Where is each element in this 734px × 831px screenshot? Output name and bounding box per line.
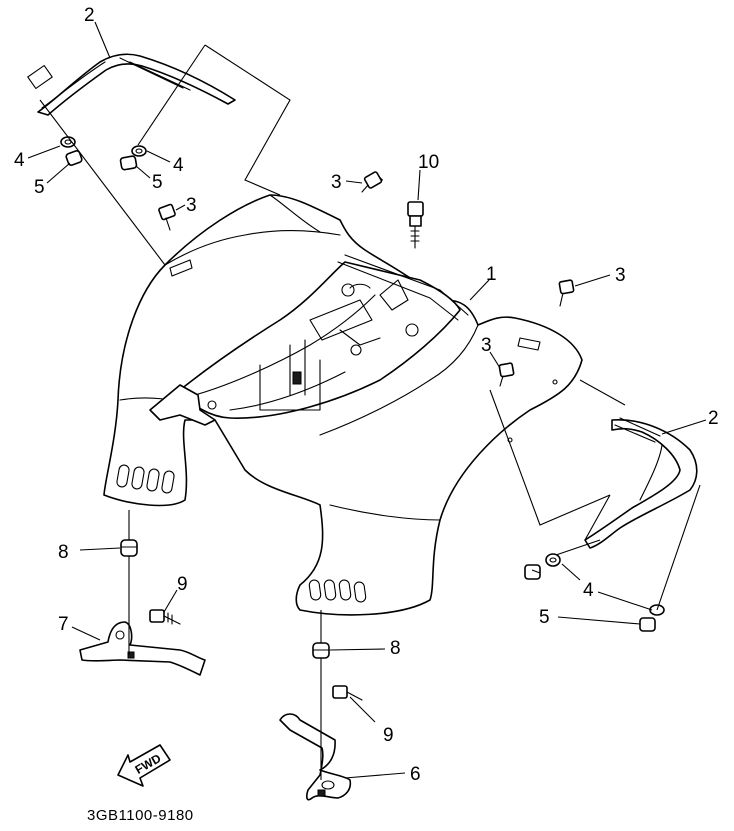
callout-4-right: 4 <box>583 580 594 601</box>
screw-3-right <box>558 279 575 307</box>
bracket-7 <box>79 621 206 676</box>
callout-9-left: 9 <box>177 574 188 595</box>
bolt-10 <box>407 201 424 249</box>
bracket-6 <box>279 713 352 801</box>
callout-2-top: 2 <box>84 5 95 26</box>
rear-fender <box>103 194 583 616</box>
part-code-label: 3GB1100-9180 <box>87 807 194 824</box>
nut-5-far-right <box>639 617 656 632</box>
callout-3-top-center: 3 <box>331 172 342 193</box>
washer-4-left <box>60 136 76 148</box>
lower-footrest-pad <box>308 579 367 603</box>
callout-2-right: 2 <box>708 408 719 429</box>
callout-1: 1 <box>486 264 497 285</box>
forward-direction-arrow: FWD <box>117 744 171 787</box>
bolt-9-center <box>332 685 363 701</box>
right-fender-flap <box>584 417 698 549</box>
callout-leaders <box>27 21 707 780</box>
callout-3-left: 3 <box>186 195 197 216</box>
grommet-8-center <box>312 642 330 659</box>
screw-3-center <box>498 362 515 387</box>
top-fender-flap <box>27 53 236 116</box>
screw-3-top-center <box>361 171 383 193</box>
nut-5-left <box>65 150 83 166</box>
callout-3-center: 3 <box>481 335 492 356</box>
washer-4-right <box>545 553 561 567</box>
callout-8-center: 8 <box>390 638 401 659</box>
callout-9-center: 9 <box>383 725 394 746</box>
callout-6: 6 <box>410 764 421 785</box>
callout-4-mid: 4 <box>173 155 184 176</box>
callout-5-right: 5 <box>539 607 550 628</box>
nut-5-mid <box>119 155 138 171</box>
callout-8-left: 8 <box>58 542 69 563</box>
callout-3-right: 3 <box>615 265 626 286</box>
grommet-8-left <box>120 539 138 557</box>
callout-labels: 2 4 5 4 5 3 3 10 1 3 3 2 4 5 8 9 7 8 9 6 <box>14 5 719 785</box>
screw-3-left <box>158 203 176 231</box>
washer-4-mid <box>131 145 147 157</box>
nut-5-right <box>524 564 541 580</box>
left-footrest-pad <box>116 464 175 494</box>
callout-10: 10 <box>418 152 439 173</box>
callout-5-mid: 5 <box>152 172 163 193</box>
bolt-9-left <box>149 609 181 625</box>
callout-5-left: 5 <box>34 177 45 198</box>
callout-7: 7 <box>58 614 69 635</box>
callout-4-left: 4 <box>14 150 25 171</box>
